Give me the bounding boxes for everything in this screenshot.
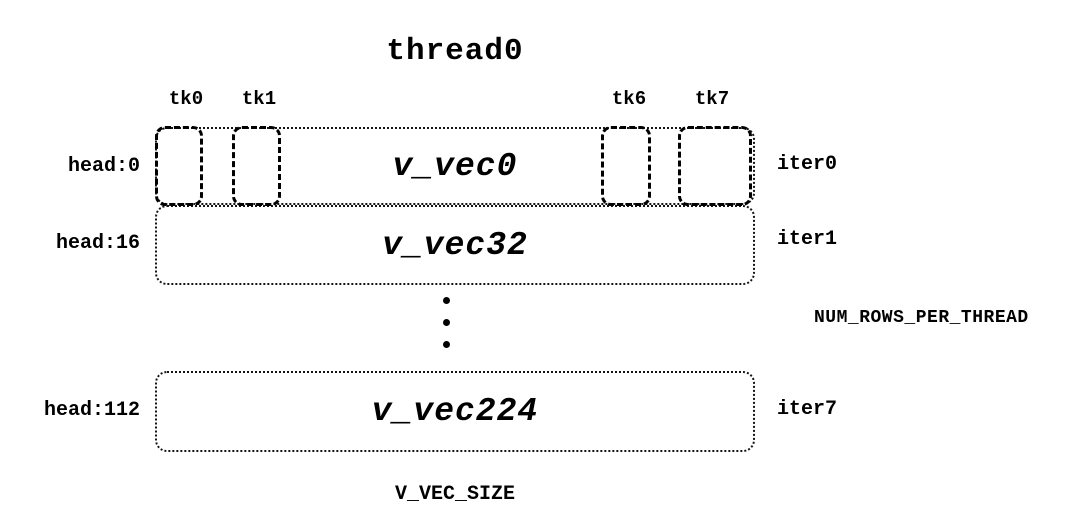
tick-label-tk6: tk6 <box>611 88 647 110</box>
iter-label-iter7: iter7 <box>777 398 838 421</box>
tick-box-tk6 <box>601 126 651 206</box>
vvec-row-iter7: v_vec224 <box>155 371 755 452</box>
vertical-ellipsis-icon <box>443 297 450 348</box>
vvec-row-iter1: v_vec32 <box>155 205 755 285</box>
tick-label-tk1: tk1 <box>241 88 277 110</box>
tick-box-tk7 <box>678 126 752 206</box>
iter-label-iter1: iter1 <box>777 228 838 251</box>
tick-label-tk0: tk0 <box>168 88 204 110</box>
tick-label-tk7: tk7 <box>694 88 730 110</box>
vvec-label-iter0: v_vec0 <box>392 147 518 185</box>
head-label-iter1: head:16 <box>55 232 140 255</box>
vvec-label-iter1: v_vec32 <box>382 226 528 264</box>
v-vec-size-label: V_VEC_SIZE <box>394 483 516 506</box>
iter-label-iter0: iter0 <box>777 153 838 176</box>
head-label-iter7: head:112 <box>43 399 140 422</box>
tick-box-tk0 <box>155 126 203 206</box>
head-label-iter0: head:0 <box>67 155 140 178</box>
num-rows-per-thread-label: NUM_ROWS_PER_THREAD <box>814 308 1029 328</box>
diagram-title: thread0 <box>386 34 524 69</box>
vvec-label-iter7: v_vec224 <box>371 393 539 430</box>
tick-box-tk1 <box>232 126 281 206</box>
